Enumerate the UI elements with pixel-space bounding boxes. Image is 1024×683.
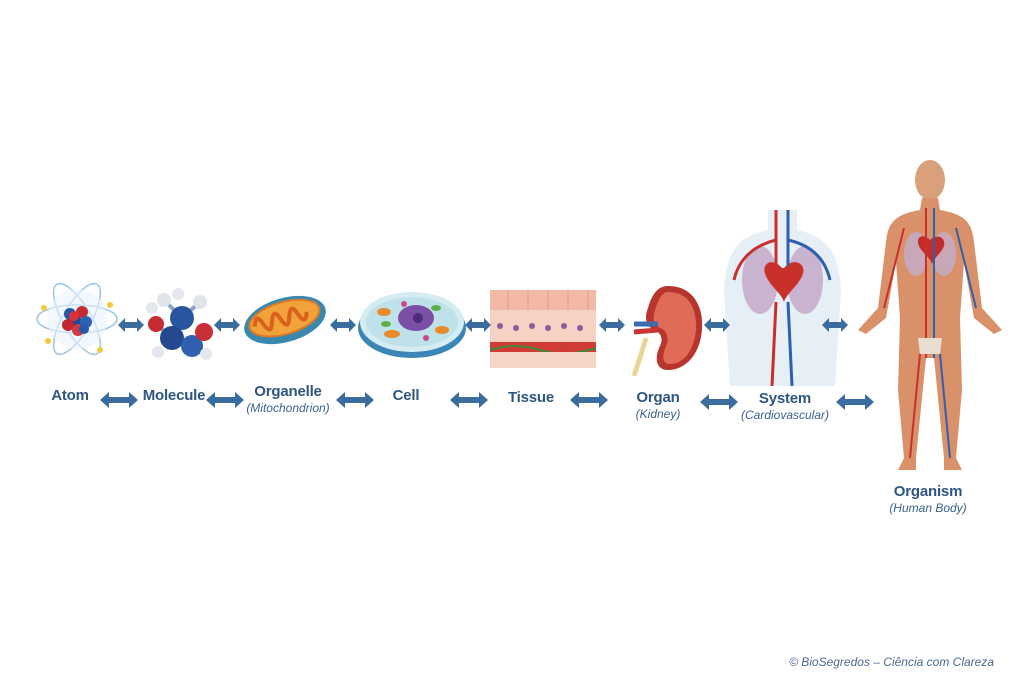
double-arrow-icon [700, 394, 738, 410]
level-title: Tissue [507, 389, 555, 406]
cell-icon [358, 292, 466, 358]
double-arrow-icon [704, 318, 730, 332]
label-cell: Cell [378, 387, 434, 404]
double-arrow-icon [100, 392, 138, 408]
label-system: System (Cardiovascular) [730, 390, 840, 422]
cardiovascular-system-icon [724, 210, 841, 386]
level-title: Organ [636, 389, 680, 406]
level-subtitle: (Cardiovascular) [740, 408, 830, 422]
double-arrow-icon [822, 318, 848, 332]
double-arrow-icon [599, 318, 625, 332]
level-subtitle: (Kidney) [635, 407, 681, 421]
double-arrow-icon [206, 392, 244, 408]
level-title: Atom [51, 387, 89, 404]
label-tissue: Tissue [496, 389, 566, 406]
level-subtitle: (Mitochondrion) [246, 401, 330, 415]
double-arrow-icon [570, 392, 608, 408]
level-title: Cell [392, 387, 420, 404]
label-atom: Atom [40, 387, 100, 404]
label-organism: Organism (Human Body) [870, 483, 986, 515]
level-title: Organism [893, 483, 963, 500]
mitochondrion-icon [244, 295, 326, 345]
credit-text: © BioSegredos – Ciência com Clareza [789, 655, 994, 669]
label-molecule: Molecule [134, 387, 214, 404]
level-subtitle: (Human Body) [889, 501, 967, 515]
double-arrow-icon [214, 318, 240, 332]
level-title: Molecule [142, 387, 206, 404]
molecule-icon [146, 288, 213, 360]
human-body-icon [858, 160, 1002, 470]
label-organelle: Organelle (Mitochondrion) [236, 383, 340, 415]
level-title: System [758, 390, 812, 407]
atom-icon [36, 282, 118, 356]
tissue-icon [489, 290, 597, 368]
kidney-icon [631, 286, 703, 376]
double-arrow-icon [450, 392, 488, 408]
level-title: Organelle [254, 383, 322, 400]
double-arrow-icon [336, 392, 374, 408]
double-arrow-icon [465, 318, 491, 332]
double-arrow-icon [330, 318, 356, 332]
double-arrow-icon [118, 318, 144, 332]
label-organ: Organ (Kidney) [620, 389, 696, 421]
double-arrow-icon [836, 394, 874, 410]
